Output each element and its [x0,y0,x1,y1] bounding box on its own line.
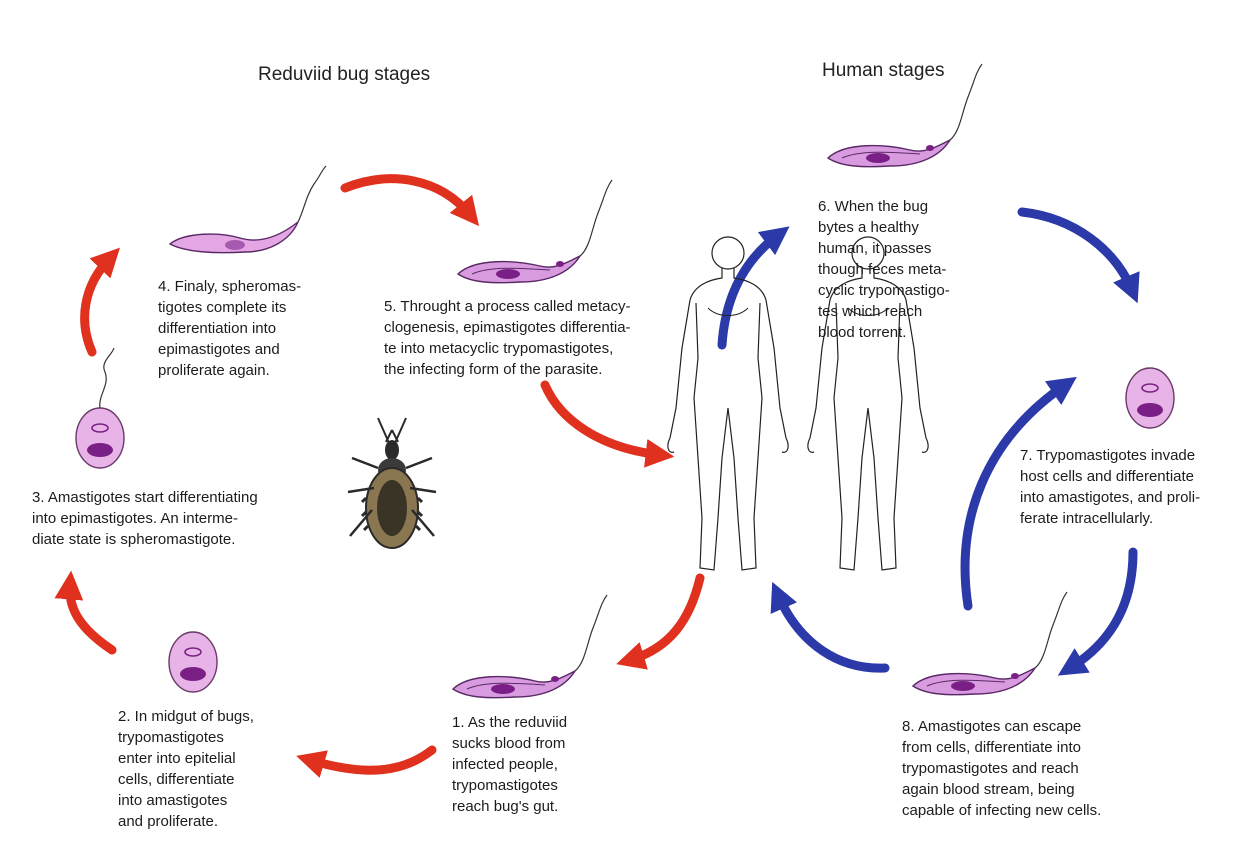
arrow-5-to-human [545,385,660,455]
step-6-text: 6. When the bug bytes a healthy human, i… [818,196,950,343]
arrow-2-to-3 [70,585,112,650]
arrow-3-to-4 [85,258,110,352]
trypomastigote-stage-8 [913,592,1067,695]
epithelial-cell-stage-2 [169,632,217,692]
reduviid-bug-image [348,418,436,548]
heading-bug-stages: Reduviid bug stages [258,64,430,86]
arrow-1-to-2 [310,750,432,770]
step-7-text: 7. Trypomastigotes invade host cells and… [1020,445,1200,529]
spheromastigote-stage-3 [76,348,124,468]
metacyclic-trypomastigote-stage-5 [458,180,612,283]
trypomastigote-stage-1 [453,595,607,698]
step-8-text: 8. Amastigotes can escape from cells, di… [902,716,1101,821]
arrow-4-to-5 [345,179,470,215]
arrow-6-to-7 [1022,212,1132,290]
step-4-text: 4. Finaly, spheromas- tigotes complete i… [158,276,301,381]
arrow-8-to-human [778,595,885,668]
epimastigote-stage-4 [170,166,326,253]
heading-human-stages: Human stages [822,60,945,82]
arrow-7-to-8 [1070,552,1133,668]
step-5-text: 5. Throught a process called metacy- clo… [384,296,631,380]
arrow-human-to-1 [630,578,700,660]
human-figure-front [668,237,788,570]
step-2-text: 2. In midgut of bugs, trypomastigotes en… [118,706,254,832]
step-3-text: 3. Amastigotes start differentiating int… [32,487,258,550]
infected-host-cell-stage-7 [1126,368,1174,428]
step-1-text: 1. As the reduviid sucks blood from infe… [452,712,567,817]
